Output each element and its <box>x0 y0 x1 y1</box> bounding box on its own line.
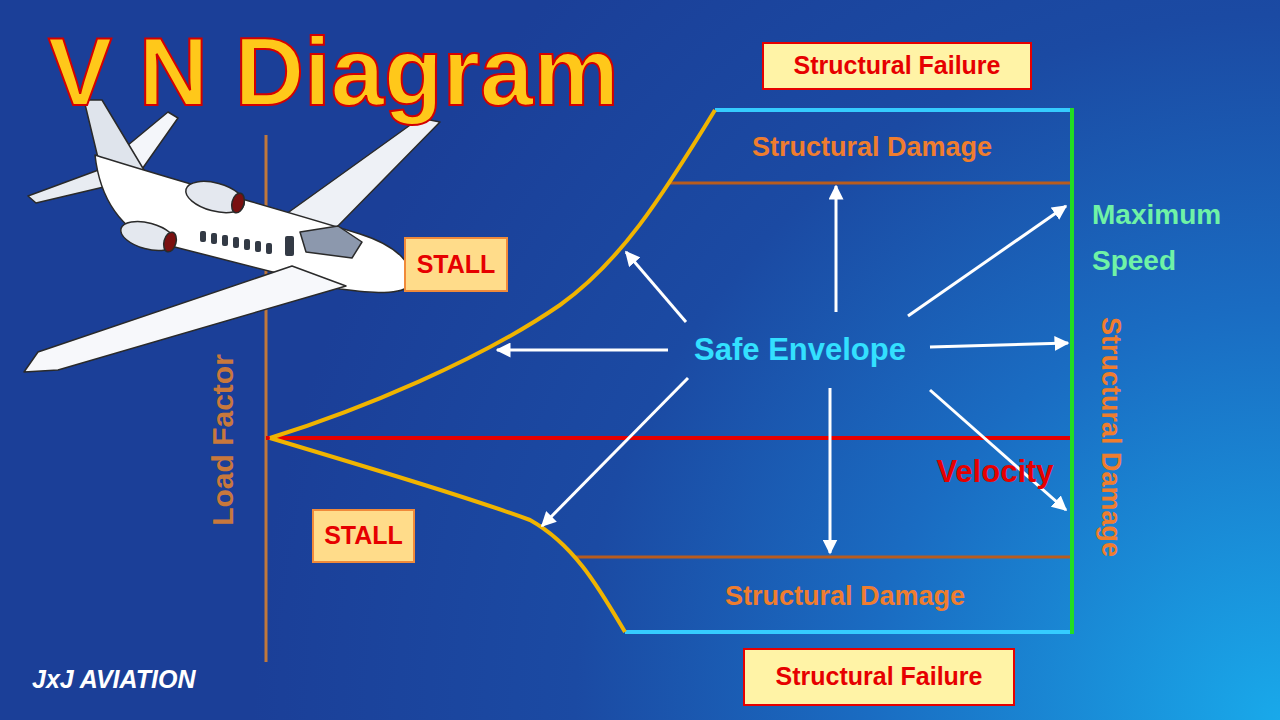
pointer-arrow <box>908 206 1066 316</box>
window <box>211 233 217 244</box>
region-label: Safe Envelope <box>694 333 906 367</box>
window <box>222 235 228 246</box>
failure-box: Structural Failure <box>762 42 1032 90</box>
wing <box>24 266 346 372</box>
stall-box: STALL <box>312 509 415 563</box>
engine-intake <box>162 231 179 253</box>
window <box>233 237 239 248</box>
damage-limit-line <box>668 182 1072 185</box>
door <box>285 236 294 256</box>
band-label: Structural Damage <box>1095 317 1125 557</box>
pointer-arrow <box>497 349 668 352</box>
failure-limit-line <box>625 630 1072 634</box>
box-label: Structural Failure <box>794 52 1001 80</box>
axis-label: Load Factor <box>206 354 239 526</box>
damage-limit-line <box>575 556 1072 559</box>
velocity-axis <box>266 436 1072 440</box>
pointer-arrow <box>930 390 1066 510</box>
box-label: Structural Failure <box>776 663 983 691</box>
diagram-title: V N Diagram <box>48 24 619 120</box>
window <box>244 239 250 250</box>
engine <box>118 216 179 256</box>
wing <box>282 118 440 232</box>
band-label: Structural Damage <box>725 582 965 612</box>
box-label: STALL <box>324 522 403 550</box>
window <box>200 231 206 242</box>
fuselage <box>95 155 412 293</box>
engine-intake <box>230 192 247 214</box>
axis-label: Velocity <box>936 455 1053 489</box>
stall-curve <box>270 438 625 632</box>
pointer-arrow <box>835 186 838 312</box>
band-label: Structural Damage <box>752 133 992 163</box>
pointer-arrow <box>626 252 686 322</box>
pointer-arrow <box>542 378 688 526</box>
max-speed-line <box>1070 108 1074 634</box>
stall-box: STALL <box>404 237 508 292</box>
failure-limit-line <box>715 108 1072 112</box>
pointer-arrow <box>930 343 1068 347</box>
window <box>255 241 261 252</box>
watermark: JxJ AVIATION <box>32 666 195 694</box>
airplane-illustration <box>24 100 440 372</box>
box-label: STALL <box>417 251 496 279</box>
failure-box: Structural Failure <box>743 648 1015 706</box>
cockpit-window <box>300 226 362 258</box>
limit-label: Maximum Speed <box>1092 192 1242 284</box>
engine <box>182 176 247 219</box>
window <box>266 243 272 254</box>
pointer-arrow <box>829 388 832 553</box>
